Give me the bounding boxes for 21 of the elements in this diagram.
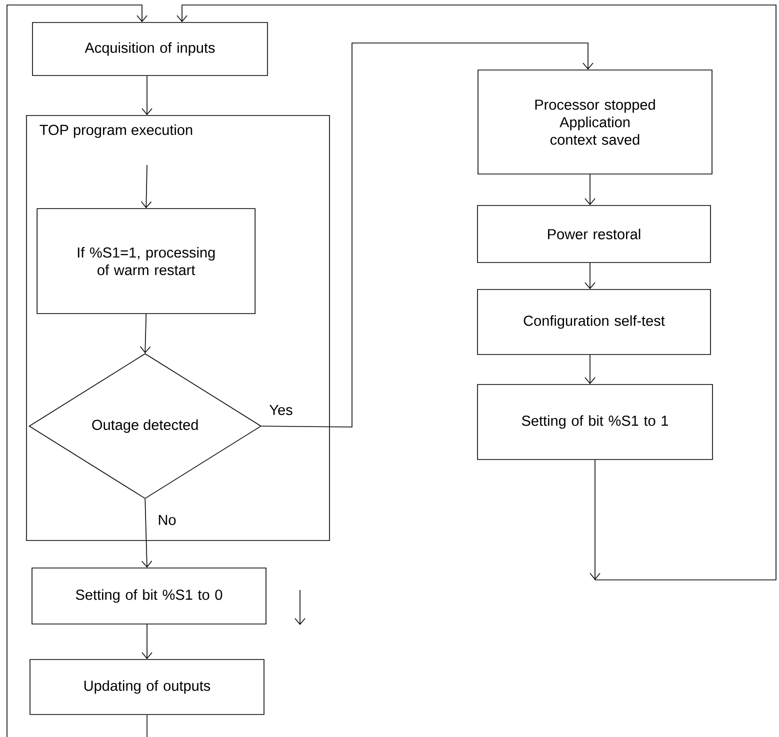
arrow bbox=[584, 262, 596, 290]
arrow bbox=[584, 174, 596, 206]
arrow bbox=[6, 4, 148, 737]
process-box: Setting of bit %S1 to 0 bbox=[32, 568, 266, 624]
process-box: Processor stopped Application context saved bbox=[478, 70, 712, 174]
edge-label: Yes bbox=[268, 404, 294, 416]
process-box: If %S1=1, processing of warm restart bbox=[36, 208, 256, 314]
process-box: Configuration self-test bbox=[477, 289, 711, 355]
arrow bbox=[142, 624, 152, 660]
arrow bbox=[176, 4, 776, 580]
arrow bbox=[142, 76, 152, 116]
process-box: Acquisition of inputs bbox=[32, 22, 268, 76]
arrow bbox=[141, 498, 152, 568]
process-box: Setting of bit %S1 to 1 bbox=[477, 384, 713, 460]
process-box: Power restoral bbox=[477, 205, 711, 263]
arrow bbox=[261, 42, 594, 428]
edge-label: No bbox=[156, 514, 178, 526]
process-box: Updating of outputs bbox=[30, 659, 264, 715]
arrow bbox=[140, 314, 151, 354]
arrow bbox=[584, 354, 596, 384]
arrow bbox=[140, 164, 152, 208]
